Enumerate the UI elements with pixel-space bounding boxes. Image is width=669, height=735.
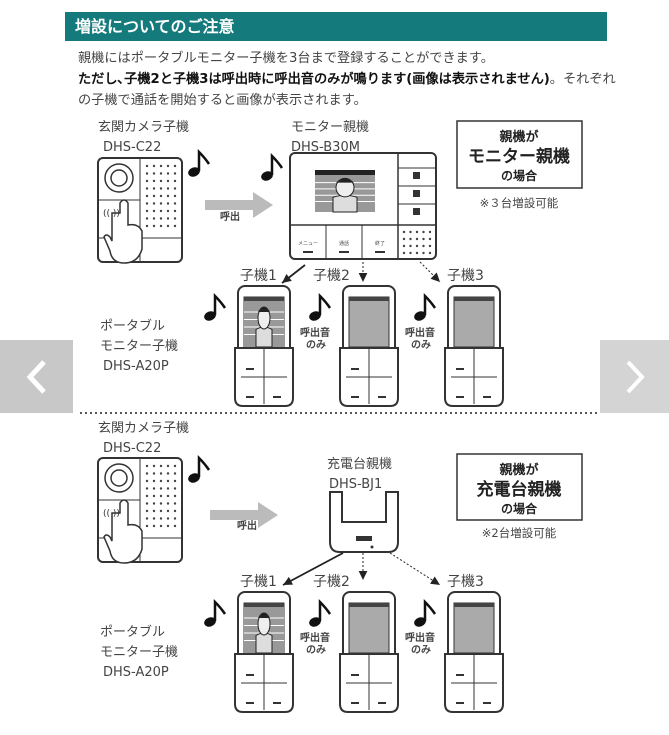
s1-box-line2: モニター親機 bbox=[468, 146, 570, 167]
monitor-button-label: 終了 bbox=[375, 240, 385, 247]
s1-call-label: 呼出 bbox=[220, 210, 240, 223]
s1-ring-only-3b: のみ bbox=[411, 339, 431, 351]
s1-child-1: 子機1 bbox=[240, 268, 277, 284]
call-arrow bbox=[205, 192, 273, 218]
s2-parent-model: DHS-BJ1 bbox=[329, 477, 382, 492]
s1-ring-only-2b: のみ bbox=[306, 339, 326, 351]
s2-parent-name: 充電台親機 bbox=[327, 456, 392, 472]
intro-line-1: 親機にはポータブルモニター子機を3台まで登録することができます。 bbox=[78, 51, 494, 66]
s1-parent-model: DHS-B30M bbox=[291, 140, 360, 155]
arrow-to-child-2 bbox=[358, 553, 368, 580]
call-arrow bbox=[210, 502, 278, 528]
s1-condition-box bbox=[456, 120, 583, 189]
s1-parent-name: モニター親機 bbox=[291, 120, 369, 135]
s2-child-1: 子機1 bbox=[240, 574, 277, 590]
s1-portable-name-2: モニター子機 bbox=[100, 339, 178, 354]
chevron-left-icon bbox=[26, 359, 46, 394]
pressing-hand-icon: (( )) bbox=[103, 199, 143, 264]
s2-ring-only-2a: 呼出音 bbox=[300, 631, 330, 644]
s1-ring-only-3a: 呼出音 bbox=[405, 326, 435, 339]
portable-handset-device bbox=[234, 591, 294, 713]
music-note-icon bbox=[414, 598, 437, 627]
portable-handset-device bbox=[234, 285, 294, 407]
music-note-icon bbox=[261, 152, 284, 181]
pressing-hand-icon: (( )) bbox=[103, 499, 143, 564]
s1-child-2: 子機2 bbox=[313, 268, 350, 284]
arrow-to-child-3 bbox=[389, 552, 441, 586]
svg-text:(( )): (( )) bbox=[103, 209, 120, 219]
music-note-icon bbox=[309, 292, 332, 321]
s2-camera-model: DHS-C22 bbox=[103, 441, 161, 456]
music-note-icon bbox=[204, 292, 227, 321]
carousel-next-button[interactable] bbox=[600, 340, 669, 413]
s1-box-line3: の場合 bbox=[501, 168, 538, 183]
music-note-icon bbox=[204, 598, 227, 627]
portable-handset-device bbox=[444, 285, 504, 407]
s2-ring-only-2b: のみ bbox=[306, 644, 326, 656]
monitor-parent-device: メニュー 通話 終了 bbox=[289, 152, 437, 260]
s1-ring-only-2a: 呼出音 bbox=[300, 326, 330, 339]
portable-handset-device bbox=[339, 591, 399, 713]
music-note-icon bbox=[188, 454, 211, 483]
music-note-icon bbox=[188, 148, 211, 177]
s1-note: ※３台増設可能 bbox=[480, 196, 559, 210]
s1-portable-model: DHS-A20P bbox=[103, 359, 169, 374]
arrow-to-child-2 bbox=[358, 262, 368, 282]
s2-note: ※2台増設可能 bbox=[482, 526, 557, 540]
s2-box-line1: 親機が bbox=[499, 462, 538, 478]
monitor-button-label: メニュー bbox=[298, 241, 318, 247]
s2-box-line2: 充電台親機 bbox=[477, 479, 562, 500]
s2-call-label: 呼出 bbox=[237, 519, 257, 532]
s1-child-3: 子機3 bbox=[447, 268, 484, 284]
s2-camera-name: 玄関カメラ子機 bbox=[98, 421, 189, 436]
s2-box-line3: の場合 bbox=[501, 501, 538, 516]
charger-parent-device bbox=[329, 491, 399, 553]
arrow-to-child-1 bbox=[282, 552, 344, 586]
intro-rest: 。それぞれの子機で通話を開始すると画像が表示されます。 bbox=[78, 72, 616, 108]
intro-text: 親機にはポータブルモニター子機を3台まで登録することができます。 ただし､子機2… bbox=[78, 48, 618, 111]
s2-portable-model: DHS-A20P bbox=[103, 665, 169, 680]
music-note-icon bbox=[414, 292, 437, 321]
music-note-icon bbox=[309, 598, 332, 627]
s1-camera-name: 玄関カメラ子機 bbox=[98, 120, 189, 135]
intro-bold: ただし､子機2と子機3は呼出時に呼出音のみが鳴ります(画像は表示されません) bbox=[78, 72, 550, 87]
s2-portable-name-2: モニター子機 bbox=[100, 645, 178, 660]
arrow-to-child-1 bbox=[281, 264, 306, 284]
s2-condition-box bbox=[456, 453, 583, 521]
intro-line-2: ただし､子機2と子機3は呼出時に呼出音のみが鳴ります(画像は表示されません)。そ… bbox=[78, 69, 618, 111]
s2-child-3: 子機3 bbox=[447, 574, 484, 590]
s2-child-2: 子機2 bbox=[313, 574, 350, 590]
s2-ring-only-3b: のみ bbox=[411, 644, 431, 656]
s2-ring-only-3a: 呼出音 bbox=[405, 631, 435, 644]
s1-camera-model: DHS-C22 bbox=[103, 140, 161, 155]
s1-box-line1: 親機が bbox=[499, 129, 538, 145]
s1-portable-name-1: ポータブル bbox=[100, 318, 165, 334]
portable-handset-device bbox=[339, 285, 399, 407]
chevron-right-icon bbox=[626, 360, 645, 393]
monitor-button-label: 通話 bbox=[339, 240, 349, 247]
portable-handset-device bbox=[444, 591, 504, 713]
section-header: 増設についてのご注意 bbox=[65, 12, 607, 41]
arrow-to-child-3 bbox=[419, 261, 441, 283]
s2-portable-name-1: ポータブル bbox=[100, 624, 165, 640]
carousel-prev-button[interactable] bbox=[0, 340, 73, 413]
svg-text:(( )): (( )) bbox=[103, 509, 120, 519]
